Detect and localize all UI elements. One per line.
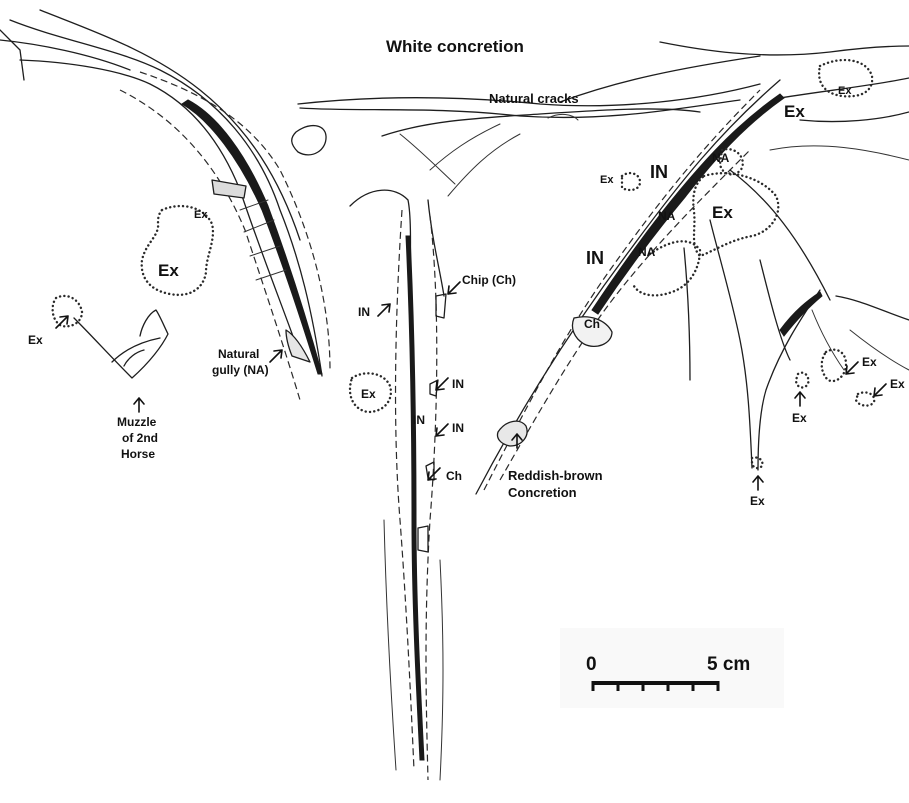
right-groove [476, 56, 784, 494]
in-label: IN [650, 162, 668, 182]
ex-label: Ex [28, 333, 43, 347]
diagram-title: White concretion [386, 37, 524, 56]
ex-label: Ex [712, 203, 733, 222]
ex-label: Ex [890, 377, 905, 391]
ex-label: Ex [600, 174, 614, 186]
na-label: NA [638, 245, 656, 259]
reddish-brown-label: Reddish-brown [508, 468, 603, 483]
in-label: IN [358, 305, 370, 319]
labels: White concretion Natural cracks Ex Ex Ex… [28, 37, 905, 508]
in-label: IN [452, 421, 464, 435]
in-label: IN [452, 377, 464, 391]
ex-label: Ex [194, 209, 208, 221]
ex-label: Ex [862, 355, 877, 369]
chip-label: Chip (Ch) [462, 273, 516, 287]
na-label: NA [658, 209, 676, 223]
scale-start-label: 0 [586, 654, 597, 675]
natural-cracks-lines [292, 42, 909, 196]
natural-gully-label: Natural [218, 347, 259, 361]
natural-cracks-label: Natural cracks [489, 91, 579, 106]
ch-label: Ch [446, 469, 462, 483]
scale-bar: 0 5 cm [560, 628, 784, 708]
natural-gully-label: gully (NA) [212, 363, 269, 377]
ex-label: Ex [361, 387, 376, 401]
in-label: IN [586, 248, 604, 268]
muzzle-label: Horse [121, 447, 155, 461]
ex-label: Ex [158, 261, 179, 280]
in-label: IN [413, 413, 425, 427]
scale-end-label: 5 cm [707, 654, 750, 675]
ex-label: Ex [792, 411, 807, 425]
na-label: NA [712, 151, 730, 165]
left-groove [0, 10, 330, 400]
muzzle-outline [74, 310, 168, 378]
muzzle-label: Muzzle [117, 415, 157, 429]
ex-label: Ex [784, 102, 805, 121]
muzzle-label: of 2nd [122, 431, 158, 445]
pointer-arrows [56, 282, 886, 490]
ch-label: Ch [584, 317, 600, 331]
ex-label: Ex [838, 85, 852, 97]
ex-label: Ex [750, 494, 765, 508]
central-groove [350, 190, 446, 780]
reddish-brown-label: Concretion [508, 485, 577, 500]
